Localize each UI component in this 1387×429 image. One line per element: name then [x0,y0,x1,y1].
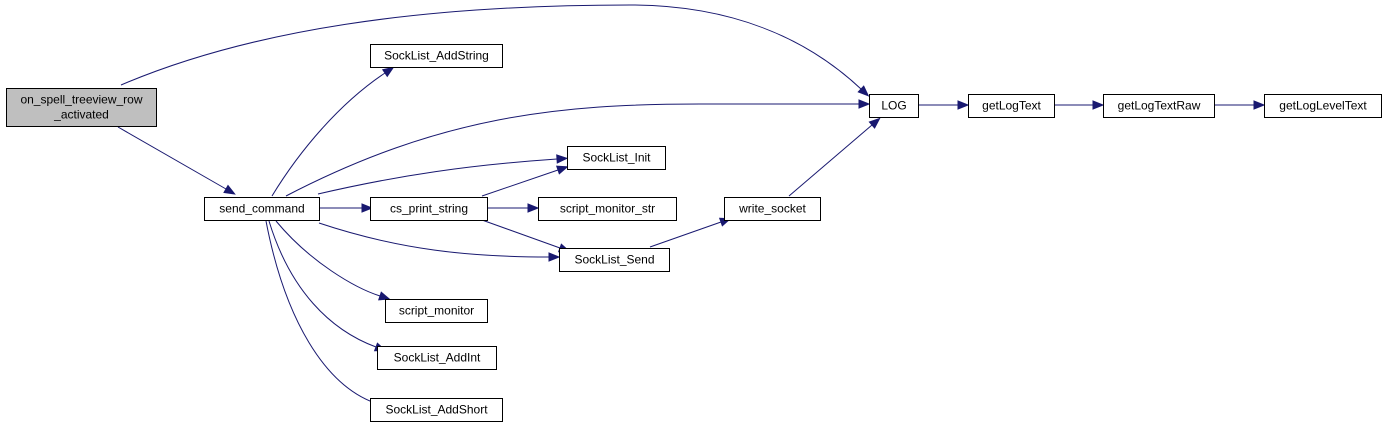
node-sock-send[interactable]: SockList_Send [559,248,670,272]
node-label: SockList_Send [574,253,654,267]
node-box [559,248,670,272]
node-label: write_socket [738,202,806,216]
node-cs-print-string[interactable]: cs_print_string [370,197,488,221]
edge-send_command-to-add_string [271,66,395,197]
node-label: cs_print_string [390,202,468,216]
node-root[interactable]: on_spell_treeview_row_activated [6,88,157,127]
node-add-int[interactable]: SockList_AddInt [377,346,497,370]
node-box [370,197,488,221]
node-box [567,146,666,170]
edge-line [317,158,558,195]
arrowhead-icon [858,99,871,109]
arrowhead-icon [957,100,970,110]
edge-cs_print_string-to-sock_init [481,165,569,197]
node-box [724,197,821,221]
edge-send_command-to-sock_init [317,154,569,195]
edge-write_socket-to-log [788,117,881,197]
edge-send_command-to-sock_send [318,222,561,262]
node-label: on_spell_treeview_row [20,93,142,107]
edge-line [271,72,386,197]
node-box [370,398,503,422]
node-label: getLogText [982,99,1041,113]
node-label: SockList_AddInt [394,351,481,365]
node-label: getLogLevelText [1279,99,1367,113]
node-box [1103,94,1215,118]
node-script-monitor-str[interactable]: script_monitor_str [538,197,677,221]
arrowhead-icon [868,117,881,129]
arrowhead-icon [1253,100,1266,110]
node-label: SockList_AddShort [385,403,488,417]
arrowhead-icon [548,252,561,262]
edge-send_command-to-script_monitor [275,220,391,301]
node-write-socket[interactable]: write_socket [724,197,821,221]
node-add-string[interactable]: SockList_AddString [370,44,503,68]
edge-line [120,4,862,90]
arrowhead-icon [857,85,870,97]
arrowhead-icon [527,203,540,213]
node-label: script_monitor [399,304,474,318]
edge-cs_print_string-to-sock_send [481,219,571,253]
node-get-log-text-raw[interactable]: getLogTextRaw [1103,94,1215,118]
node-box [538,197,677,221]
edge-get_log_text_raw-to-get_log_level_text [1214,100,1266,110]
node-box [6,88,157,127]
node-label: _activated [53,108,109,122]
edge-sock_send-to-write_socket [649,217,732,248]
edge-line [481,219,561,249]
arrowhead-icon [378,291,391,301]
arrowhead-icon [1092,100,1105,110]
edges-layer [117,4,1266,408]
arrowhead-icon [556,154,569,164]
edge-line [285,103,859,197]
nodes-layer: on_spell_treeview_row_activated send_comm… [6,44,1382,422]
node-box [869,94,919,118]
node-get-log-text[interactable]: getLogText [968,94,1055,118]
arrowhead-icon [223,184,236,195]
edge-line [275,220,381,297]
arrowhead-icon [381,66,395,78]
arrowhead-icon [555,165,569,175]
node-add-short[interactable]: SockList_AddShort [370,398,503,422]
node-label: SockList_Init [582,151,651,165]
node-box [370,44,503,68]
node-label: LOG [881,99,906,113]
arrowhead-icon [361,203,374,213]
edge-line [481,169,559,197]
node-label: getLogTextRaw [1118,99,1201,113]
node-label: script_monitor_str [560,202,655,216]
node-script-monitor[interactable]: script_monitor [385,299,488,323]
edge-line [649,221,722,248]
edge-line [788,124,873,197]
edge-line [117,126,227,190]
edge-line [268,220,377,348]
edge-send_command-to-cs_print_string [319,203,374,213]
edge-line [265,220,376,404]
edge-send_command-to-log [285,99,871,197]
node-send-command[interactable]: send_command [204,197,320,221]
edge-line [318,222,550,258]
node-sock-init[interactable]: SockList_Init [567,146,666,170]
edge-log-to-get_log_text [918,100,970,110]
node-label: send_command [219,202,304,216]
node-box [385,299,488,323]
edge-send_command-to-add_int [268,220,387,352]
edge-send_command-to-add_short [265,220,386,408]
edge-root-to-send_command [117,126,236,195]
node-label: SockList_AddString [384,49,489,63]
node-get-log-level-text[interactable]: getLogLevelText [1264,94,1382,118]
node-box [204,197,320,221]
edge-get_log_text-to-get_log_text_raw [1054,100,1105,110]
node-log[interactable]: LOG [869,94,919,118]
edge-root-to-log [120,4,870,97]
node-box [968,94,1055,118]
node-box [377,346,497,370]
edge-cs_print_string-to-script_monitor_str [487,203,540,213]
node-box [1264,94,1382,118]
